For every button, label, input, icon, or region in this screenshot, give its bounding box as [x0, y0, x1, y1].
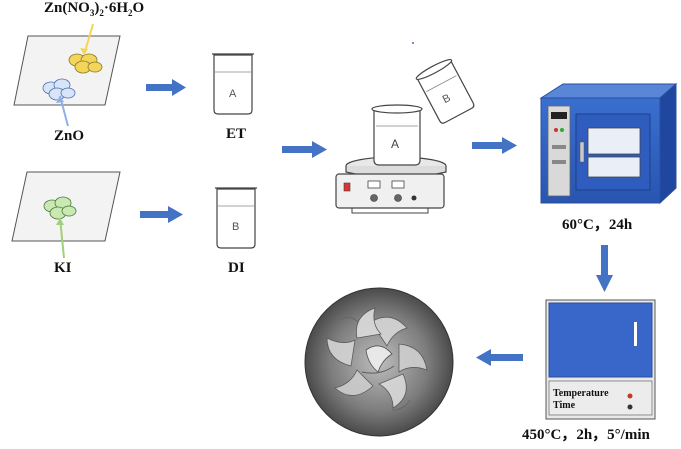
zno-label: ZnO — [54, 128, 85, 144]
zno-particles — [42, 78, 76, 101]
precursor-plate-ki — [11, 171, 121, 259]
oven-control-panel — [547, 105, 571, 197]
time-indicator — [627, 404, 633, 410]
precursor-plate-zn — [13, 23, 121, 127]
sem-micrograph — [304, 287, 454, 437]
furnace-control-panel — [548, 380, 653, 416]
stirrer-beaker-a-letter: A — [391, 137, 400, 151]
muffle-furnace — [545, 299, 656, 420]
arrow-plate-to-beaker-a — [146, 79, 186, 96]
pouring-beaker-b — [415, 59, 475, 124]
di-label: DI — [228, 260, 245, 276]
zn-nitrate-label: Zn(NO3)2·6H2O — [44, 0, 145, 18]
stirrer-knob-icon — [370, 194, 378, 202]
furnace-condition-label: 450°C，2h，5°/min — [522, 427, 650, 443]
arrow-plate-to-beaker-b — [140, 206, 183, 223]
drying-condition-label: 60°C，24h — [562, 217, 633, 233]
et-label: ET — [226, 126, 247, 142]
power-indicator — [343, 182, 351, 192]
beaker-b-letter: B — [232, 221, 240, 233]
drying-oven — [539, 82, 678, 205]
temperature-indicator — [627, 393, 633, 399]
stirrer-beaker-a — [371, 104, 423, 166]
arrow-to-oven — [472, 137, 517, 154]
beaker-b-di — [215, 187, 257, 249]
arrow-to-stirrer — [282, 141, 327, 158]
stirrer-knob-icon — [394, 194, 402, 202]
furnace-temperature-text: Temperature — [553, 388, 609, 399]
beaker-a-et — [212, 53, 254, 115]
zn-nitrate-particles — [68, 53, 103, 74]
arrow-to-furnace — [596, 245, 613, 292]
arrow-to-sem — [476, 349, 523, 366]
furnace-time-text: Time — [553, 400, 576, 411]
oven-window — [587, 127, 641, 155]
beaker-a-letter: A — [229, 88, 237, 100]
ki-particles — [43, 196, 77, 220]
ki-label: KI — [54, 260, 72, 276]
magnetic-stirrer — [335, 156, 447, 214]
